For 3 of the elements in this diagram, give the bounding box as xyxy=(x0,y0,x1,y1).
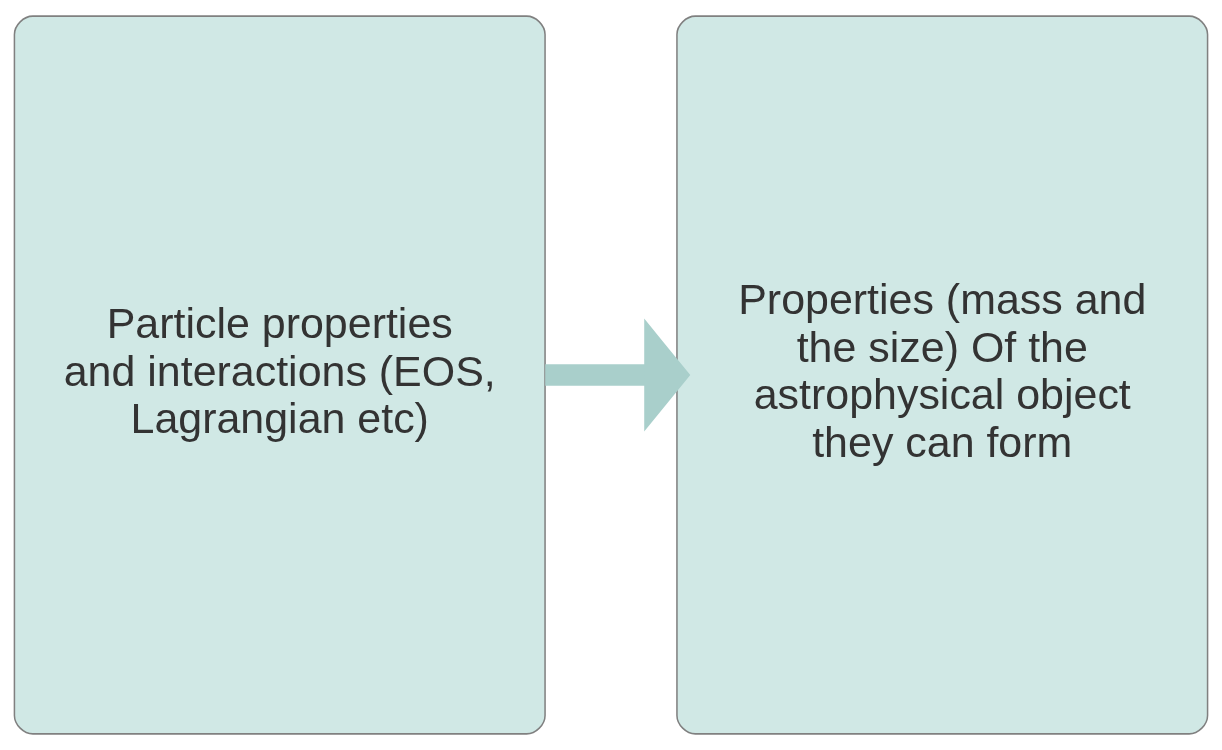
node-box: Particle properties and interactions (EOS, Lagrangian etc) xyxy=(13,15,546,735)
arrow xyxy=(545,318,691,432)
node-box: Properties (mass and the size) Of the astrophysical object they can form xyxy=(676,15,1209,735)
